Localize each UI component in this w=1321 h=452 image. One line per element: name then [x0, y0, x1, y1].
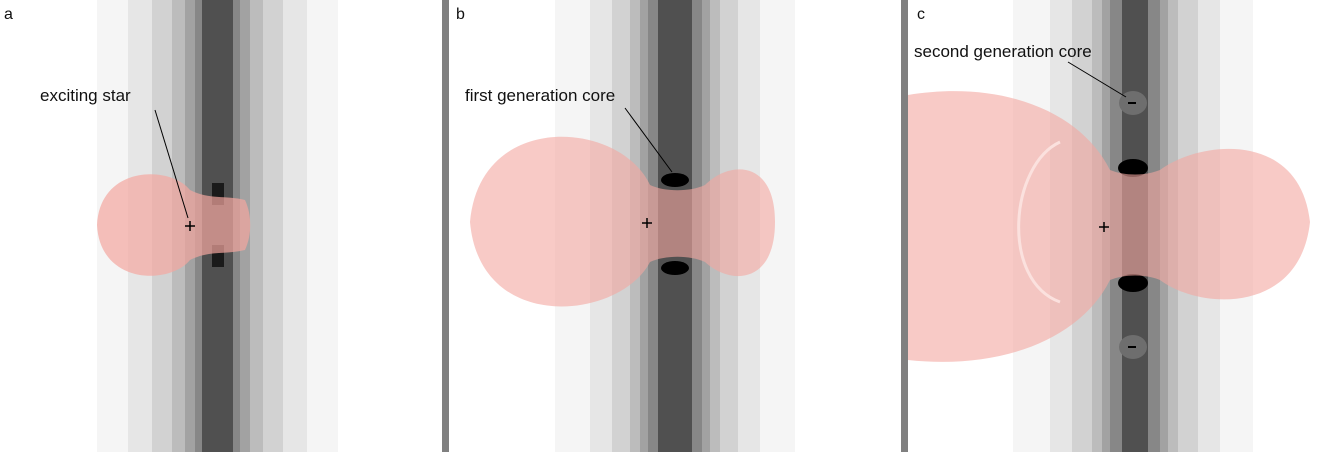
- annotation-exciting-star: exciting star: [40, 86, 131, 105]
- panel-a: a exciting star: [0, 0, 440, 452]
- annotation-first-generation-core: first generation core: [465, 86, 616, 105]
- divider: [442, 0, 449, 452]
- panel-label: c: [917, 6, 925, 23]
- ionized-region: [97, 174, 251, 276]
- panel-label: b: [456, 6, 465, 23]
- ionized-region: [470, 136, 775, 307]
- exciting-star-marker: [642, 218, 652, 228]
- panel-label: a: [4, 6, 13, 23]
- exciting-star-marker: [1099, 222, 1109, 232]
- core-nodes: [661, 173, 689, 275]
- panel-a-image: [97, 0, 338, 452]
- annotation-leader: [624, 107, 673, 173]
- annotation-leader: [1067, 61, 1127, 98]
- annotation-leader: [154, 109, 189, 219]
- shell-arc: [1017, 140, 1061, 304]
- divider: [901, 0, 908, 452]
- exciting-star-marker: [185, 221, 195, 231]
- annotation-second-generation-core: second generation core: [914, 42, 1092, 61]
- panel-c-image: [901, 0, 1310, 452]
- panel-c: c second generation core: [900, 0, 1321, 452]
- panel-b: b first generation core: [440, 0, 900, 452]
- core-nodes: [1118, 91, 1148, 359]
- panel-b-image: [442, 0, 795, 452]
